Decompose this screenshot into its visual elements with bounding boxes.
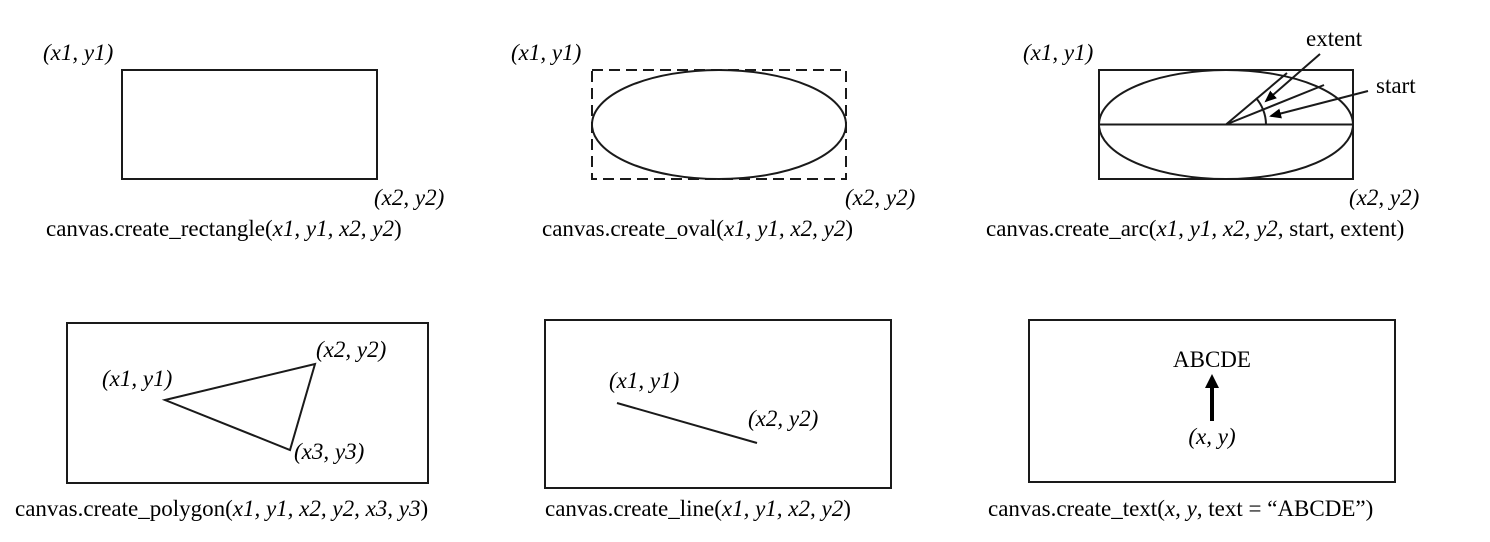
polygon-caption-args: x1, y1, x2, y2, x3, y3 [232,496,421,521]
rectangle-caption-prefix: canvas.create_rectangle( [46,216,273,241]
text-panel: ABCDE (x, y) canvas.create_text(x, y, te… [988,319,1396,521]
polygon-label-p2: (x2, y2) [316,337,386,362]
text-caption-suffix: , text = “ABCDE”) [1197,496,1374,521]
oval-panel: (x1, y1) (x2, y2) canvas.create_oval(x1,… [511,40,915,241]
arc-label-extent: extent [1306,26,1363,51]
arc-caption-args: x1, y1, x2, y2 [1155,216,1277,241]
arc-label-p1: (x1, y1) [1023,40,1093,65]
text-anchor-arrow-icon [1205,374,1219,388]
arc-extent-angle-mark [1255,97,1264,110]
polygon-caption-prefix: canvas.create_polygon( [15,496,233,521]
arc-start-arrow [1269,90,1369,119]
arc-label-p2: (x2, y2) [1349,185,1419,210]
arc-caption-suffix: , start, extent) [1278,216,1404,241]
line-caption-prefix: canvas.create_line( [545,496,722,521]
arc-start-angle-mark [1262,109,1267,125]
oval-shape [591,69,847,180]
text-label-anchor: (x, y) [1188,424,1235,449]
text-caption-args: x, y [1164,496,1198,521]
rectangle-caption: canvas.create_rectangle(x1, y1, x2, y2) [46,216,402,241]
arc-start-ray [1225,84,1325,126]
arc-panel: (x1, y1) extent start (x2, y2) canvas.cr… [986,26,1419,241]
polygon-caption: canvas.create_polygon(x1, y1, x2, y2, x3… [15,496,428,521]
oval-label-p1: (x1, y1) [511,40,581,65]
polygon-shape [161,362,317,452]
rectangle-label-p1: (x1, y1) [43,40,113,65]
line-panel: (x1, y1) (x2, y2) canvas.create_line(x1,… [544,319,892,521]
oval-caption: canvas.create_oval(x1, y1, x2, y2) [542,216,853,241]
arc-extent-arrow [1264,53,1321,103]
line-shape [616,402,758,444]
text-sample: ABCDE [1173,347,1251,372]
polygon-panel: (x1, y1) (x2, y2) (x3, y3) canvas.create… [15,322,429,521]
rectangle-caption-suffix: ) [394,216,402,241]
line-caption-args: x1, y1, x2, y2 [721,496,843,521]
polygon-label-p1: (x1, y1) [102,366,172,391]
oval-label-p2: (x2, y2) [845,185,915,210]
rectangle-panel: (x1, y1) (x2, y2) canvas.create_rectangl… [43,40,444,241]
arc-label-start: start [1376,73,1416,98]
text-canvas-frame [1028,319,1396,483]
arc-caption-prefix: canvas.create_arc( [986,216,1156,241]
polygon-caption-suffix: ) [421,496,429,521]
rectangle-shape [121,69,378,180]
rectangle-label-p2: (x2, y2) [374,185,444,210]
text-caption: canvas.create_text(x, y, text = “ABCDE”) [988,496,1373,521]
text-caption-prefix: canvas.create_text( [988,496,1165,521]
line-label-p1: (x1, y1) [609,368,679,393]
polygon-label-p3: (x3, y3) [294,439,364,464]
oval-caption-args: x1, y1, x2, y2 [723,216,845,241]
oval-caption-prefix: canvas.create_oval( [542,216,724,241]
line-canvas-frame [544,319,892,489]
line-caption: canvas.create_line(x1, y1, x2, y2) [545,496,851,521]
arc-caption: canvas.create_arc(x1, y1, x2, y2, start,… [986,216,1404,241]
rectangle-caption-args: x1, y1, x2, y2 [272,216,394,241]
oval-caption-suffix: ) [845,216,853,241]
line-label-p2: (x2, y2) [748,406,818,431]
polygon-canvas-frame [66,322,429,484]
line-caption-suffix: ) [843,496,851,521]
